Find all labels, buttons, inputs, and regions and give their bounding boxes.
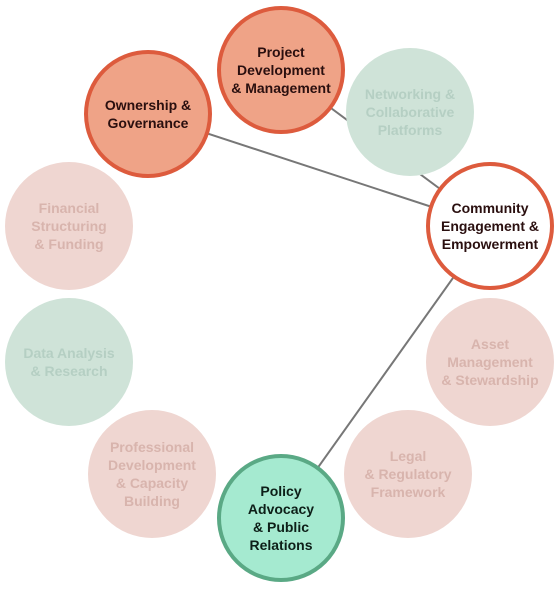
node-asset-management-label: Asset Management & Stewardship <box>441 336 539 388</box>
node-community-engagement[interactable]: Community Engagement & Empowerment <box>426 162 554 290</box>
node-ownership-governance-label: Ownership & Governance <box>104 97 192 131</box>
node-data-analysis-label: Data Analysis & Research <box>23 345 115 379</box>
node-community-engagement-label: Community Engagement & Empowerment <box>440 200 539 252</box>
node-networking-label: Networking & Collaborative Platforms <box>364 86 456 138</box>
node-policy-advocacy-label: Policy Advocacy & Public Relations <box>247 483 315 553</box>
node-legal-regulatory-label: Legal & Regulatory Framework <box>364 448 452 500</box>
node-policy-advocacy[interactable]: Policy Advocacy & Public Relations <box>217 454 345 582</box>
node-networking[interactable]: Networking & Collaborative Platforms <box>346 48 474 176</box>
node-project-development-label: Project Development & Management <box>231 44 331 96</box>
node-professional-development-label: Professional Development & Capacity Buil… <box>108 439 196 509</box>
node-professional-development[interactable]: Professional Development & Capacity Buil… <box>88 410 216 538</box>
node-project-development[interactable]: Project Development & Management <box>217 6 345 134</box>
node-ownership-governance[interactable]: Ownership & Governance <box>84 50 212 178</box>
node-data-analysis[interactable]: Data Analysis & Research <box>5 298 133 426</box>
node-financial-structuring[interactable]: Financial Structuring & Funding <box>5 162 133 290</box>
node-financial-structuring-label: Financial Structuring & Funding <box>31 200 107 252</box>
node-asset-management[interactable]: Asset Management & Stewardship <box>426 298 554 426</box>
node-legal-regulatory[interactable]: Legal & Regulatory Framework <box>344 410 472 538</box>
